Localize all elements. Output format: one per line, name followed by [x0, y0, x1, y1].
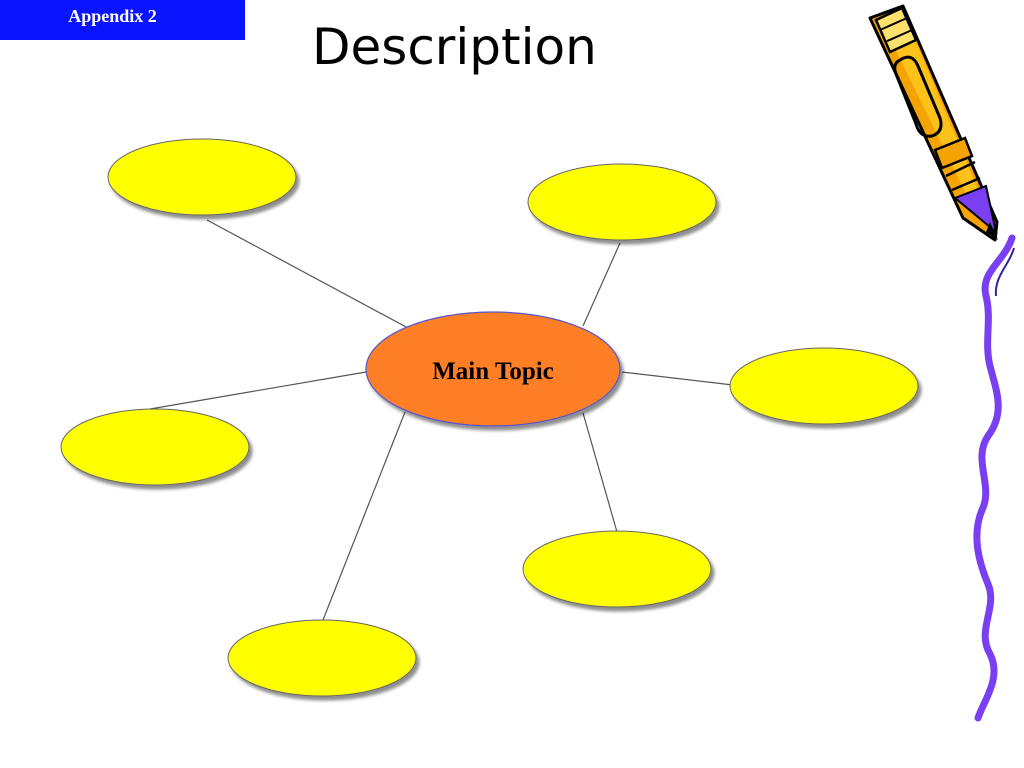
main-topic-node[interactable]	[365, 311, 621, 427]
connector-lines	[149, 219, 734, 621]
satellite-node-top-right[interactable]	[527, 163, 717, 241]
connector-line-top-right	[582, 242, 621, 327]
connector-line-bottom-center	[322, 411, 406, 621]
appendix-label: Appendix 2	[0, 0, 245, 40]
connector-line-top-left	[206, 219, 409, 329]
appendix-label-text: Appendix 2	[68, 6, 157, 26]
connector-line-bottom-right	[582, 412, 618, 533]
satellite-node-right[interactable]	[729, 347, 919, 425]
connector-line-right	[621, 371, 734, 386]
pencil-clipart-icon	[868, 4, 999, 242]
satellite-node-top-left[interactable]	[107, 138, 297, 216]
satellite-node-left[interactable]	[60, 408, 250, 486]
satellite-node-bottom-right[interactable]	[522, 530, 712, 608]
main-topic-label: Main Topic	[432, 358, 554, 385]
connector-line-left	[149, 371, 367, 410]
satellite-node-bottom-center[interactable]	[227, 619, 417, 697]
wavy-border-line	[973, 234, 1016, 722]
slide-title: Description	[312, 18, 597, 76]
